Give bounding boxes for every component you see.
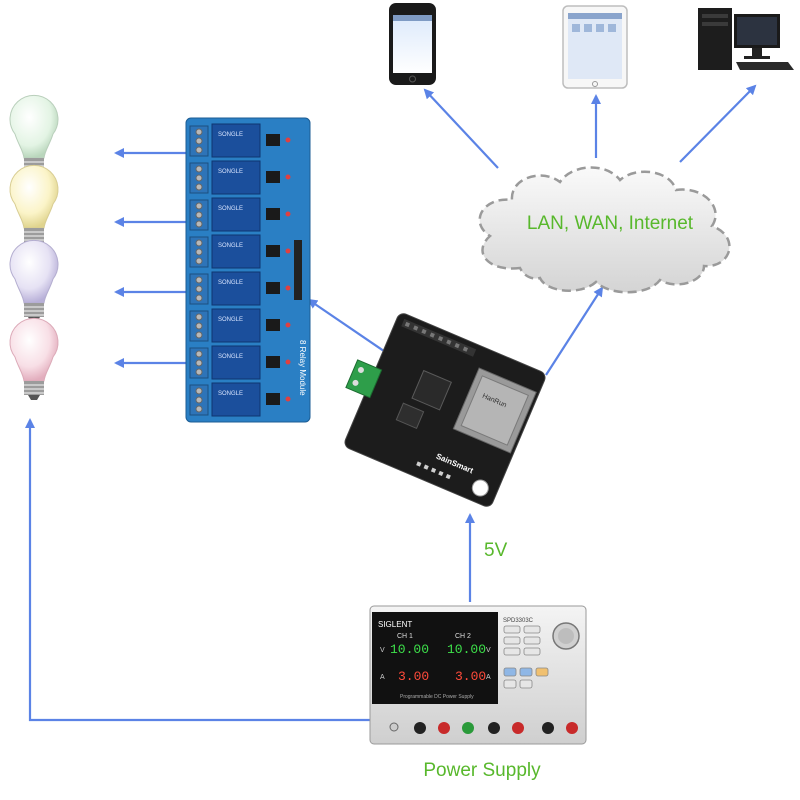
relay-brand-text: SONGLE <box>218 132 243 138</box>
psu-buttons <box>503 625 549 689</box>
desktop-computer <box>698 8 794 70</box>
bulb-white <box>9 94 59 177</box>
bulb-lavender <box>9 239 59 322</box>
psu-terminals <box>389 722 578 734</box>
psu-ch1-label: CH 1 <box>397 633 413 640</box>
relay-brand-text: SONGLE <box>218 280 243 286</box>
psu-v-unit-2: V <box>486 647 491 654</box>
phone <box>389 3 436 85</box>
psu-model: SPD3303C <box>503 618 534 624</box>
relay-module: SONGLE SONGLE SONGLE SONGLE SONGLE SONGLE SONG… <box>185 117 311 423</box>
psu-ch2-label: CH 2 <box>455 633 471 640</box>
power-supply: SIGLENT CH 1 CH 2 10.00 10.00 V V 3.00 3… <box>369 605 587 745</box>
psu-subtitle: Programmable DC Power Supply <box>400 694 474 700</box>
psu-v-unit-1: V <box>380 647 385 654</box>
relay-6: SONGLE <box>189 308 291 343</box>
cloud-shape <box>478 166 731 294</box>
voltage-label: 5V <box>484 540 508 561</box>
relay-4: SONGLE <box>189 234 291 269</box>
cloud-label: LAN, WAN, Internet <box>526 213 694 234</box>
psu-a-unit-1: A <box>380 674 385 681</box>
bulb-pink <box>9 317 59 400</box>
relay-brand-text: SONGLE <box>218 243 243 249</box>
controller-board: HanRun SainSmart <box>344 313 546 507</box>
relay-7: SONGLE <box>189 345 291 380</box>
bulb-warm-yellow <box>9 164 59 247</box>
psu-ch2-voltage: 10.00 <box>447 642 486 657</box>
relay-1: SONGLE <box>189 123 291 158</box>
relay-brand-text: SONGLE <box>218 317 243 323</box>
relay-brand-text: SONGLE <box>218 169 243 175</box>
psu-ch1-voltage: 10.00 <box>390 642 429 657</box>
arrow-cloud-to-phone <box>423 88 499 169</box>
psu-ch1-current: 3.00 <box>398 669 429 684</box>
psu-ch2-current: 3.00 <box>455 669 486 684</box>
relay-5: SONGLE <box>189 271 291 306</box>
arrow-controller-to-cloud <box>545 286 604 376</box>
arrows <box>25 84 757 722</box>
relay-2: SONGLE <box>189 160 291 195</box>
relay-brand-text: SONGLE <box>218 206 243 212</box>
arrow-cloud-to-pc <box>679 84 757 163</box>
relay-3: SONGLE <box>189 197 291 232</box>
arrow-psu-to-bulbs <box>25 418 370 722</box>
psu-brand: SIGLENT <box>378 620 412 629</box>
power-supply-label: Power Supply <box>423 760 541 781</box>
relay-brand-text: SONGLE <box>218 391 243 397</box>
relay-module-name: 8 Relay Module <box>298 340 307 396</box>
relay-8: SONGLE <box>189 382 291 417</box>
relay-brand-text: SONGLE <box>218 354 243 360</box>
tablet <box>562 5 628 89</box>
psu-a-unit-2: A <box>486 674 491 681</box>
